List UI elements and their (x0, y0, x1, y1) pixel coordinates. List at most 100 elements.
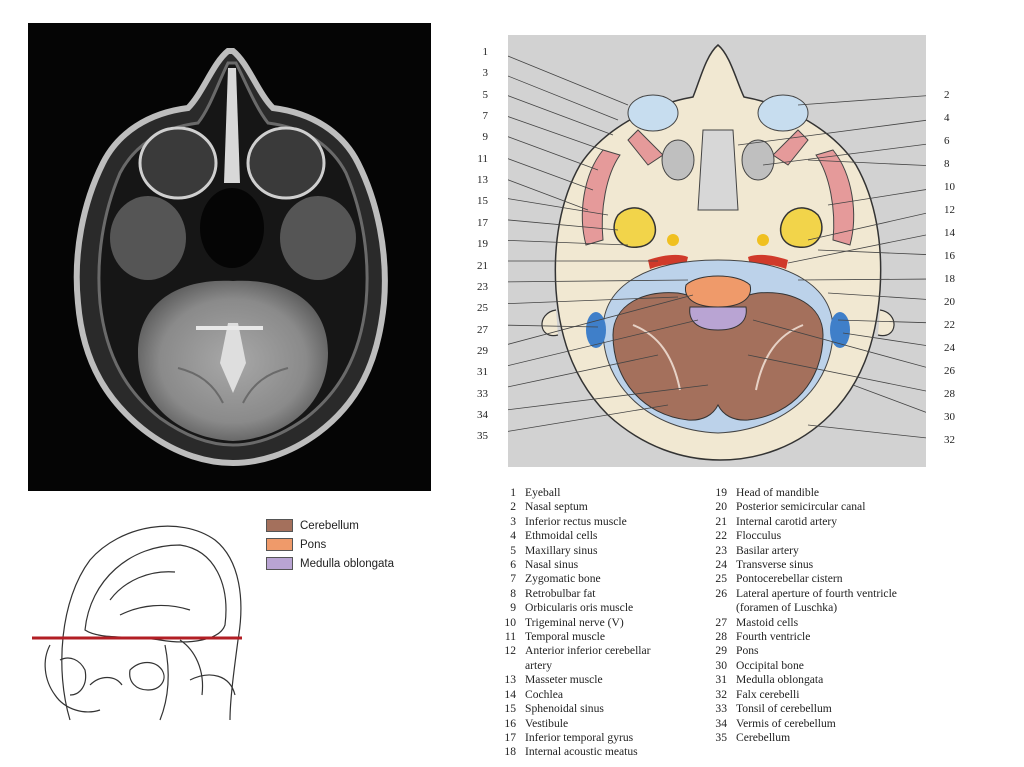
structure-item-29: 29 Pons (711, 644, 897, 658)
structure-item-3: 3 Inferior rectus muscle (500, 515, 651, 529)
structure-name: Orbicularis oris muscle (525, 601, 633, 615)
structure-number: 15 (500, 702, 516, 716)
structure-number: 26 (711, 587, 727, 601)
structure-name: Flocculus (736, 529, 781, 543)
structure-number: 21 (711, 515, 727, 529)
structure-name: Falx cerebelli (736, 688, 799, 702)
structure-item-31: 31 Medulla oblongata (711, 673, 897, 687)
color-key: CerebellumPonsMedulla oblongata (266, 517, 394, 574)
structure-number: 6 (500, 558, 516, 572)
diagram-label-23: 23 (464, 281, 488, 293)
structure-name: Anterior inferior cerebellar (525, 644, 651, 658)
diagram-label-10: 10 (944, 181, 968, 193)
structure-item-15: 15 Sphenoidal sinus (500, 702, 651, 716)
structure-number: 28 (711, 630, 727, 644)
structure-number: 29 (711, 644, 727, 658)
diagram-label-24: 24 (944, 342, 968, 354)
structure-name: Inferior temporal gyrus (525, 731, 633, 745)
structure-number: 12 (500, 644, 516, 658)
mri-axial-image (28, 23, 431, 491)
structure-name: Maxillary sinus (525, 544, 597, 558)
diagram-label-31: 31 (464, 366, 488, 378)
diagram-label-17: 17 (464, 217, 488, 229)
structure-item-24: 24 Transverse sinus (711, 558, 897, 572)
structure-name: Temporal muscle (525, 630, 605, 644)
structure-item-13: 13 Masseter muscle (500, 673, 651, 687)
diagram-label-12: 12 (944, 204, 968, 216)
structure-item-1: 1Eyeball (500, 486, 651, 500)
structure-item-14: 14Cochlea (500, 688, 651, 702)
structure-name: Occipital bone (736, 659, 804, 673)
structure-list-col2: 19Head of mandible20Posterior semicircul… (711, 486, 897, 745)
structure-name: Medulla oblongata (736, 673, 823, 687)
diagram-label-18: 18 (944, 273, 968, 285)
key-swatch (266, 557, 293, 570)
diagram-label-22: 22 (944, 319, 968, 331)
structure-item-28: 28 Fourth ventricle (711, 630, 897, 644)
diagram-label-1: 1 (464, 46, 488, 58)
structure-item-6: 6 Nasal sinus (500, 558, 651, 572)
structure-number: 3 (500, 515, 516, 529)
structure-item-32: 32Falx cerebelli (711, 688, 897, 702)
structure-number: 20 (711, 500, 727, 514)
structure-name: Fourth ventricle (736, 630, 810, 644)
structure-number: 25 (711, 572, 727, 586)
structure-number: 2 (500, 500, 516, 514)
structure-name: Basilar artery (736, 544, 799, 558)
structure-item-23: 23 Basilar artery (711, 544, 897, 558)
key-label: Cerebellum (300, 520, 359, 532)
structure-name: Retrobulbar fat (525, 587, 596, 601)
structure-name: Vermis of cerebellum (736, 717, 836, 731)
structure-name: Cerebellum (736, 731, 790, 745)
structure-number: 23 (711, 544, 727, 558)
diagram-label-13: 13 (464, 174, 488, 186)
structure-number: 7 (500, 572, 516, 586)
structure-name: Internal acoustic meatus (525, 745, 638, 759)
structure-number: 5 (500, 544, 516, 558)
structure-number: 22 (711, 529, 727, 543)
diagram-label-34: 34 (464, 409, 488, 421)
structure-number: 24 (711, 558, 727, 572)
diagram-label-33: 33 (464, 388, 488, 400)
structure-number: 35 (711, 731, 727, 745)
structure-number: 13 (500, 673, 516, 687)
key-swatch (266, 519, 293, 532)
structure-name: Internal carotid artery (736, 515, 837, 529)
diagram-label-19: 19 (464, 238, 488, 250)
structure-item-18: 18 Internal acoustic meatus (500, 745, 651, 759)
structure-name: Nasal sinus (525, 558, 578, 572)
diagram-label-3: 3 (464, 67, 488, 79)
structure-item-21: 21 Internal carotid artery (711, 515, 897, 529)
diagram-label-2: 2 (944, 89, 968, 101)
leader-lines (508, 35, 926, 467)
structure-name: Sphenoidal sinus (525, 702, 604, 716)
diagram-label-8: 8 (944, 158, 968, 170)
key-label: Pons (300, 539, 326, 551)
diagram-label-7: 7 (464, 110, 488, 122)
structure-name: Transverse sinus (736, 558, 813, 572)
structure-number: 16 (500, 717, 516, 731)
anatomical-diagram-panel (508, 35, 926, 467)
structure-name: Ethmoidal cells (525, 529, 597, 543)
structure-number: 31 (711, 673, 727, 687)
structure-name: Masseter muscle (525, 673, 603, 687)
structure-number: 27 (711, 616, 727, 630)
structure-item-5: 5 Maxillary sinus (500, 544, 651, 558)
structure-number: 10 (500, 616, 516, 630)
structure-name: Inferior rectus muscle (525, 515, 627, 529)
diagram-label-29: 29 (464, 345, 488, 357)
structure-number: 18 (500, 745, 516, 759)
structure-item-11: 11Temporal muscle (500, 630, 651, 644)
diagram-label-21: 21 (464, 260, 488, 272)
structure-number: 30 (711, 659, 727, 673)
structure-number: 9 (500, 601, 516, 615)
structure-name: Pons (736, 644, 759, 658)
structure-name: Vestibule (525, 717, 568, 731)
structure-name: artery (525, 659, 552, 673)
